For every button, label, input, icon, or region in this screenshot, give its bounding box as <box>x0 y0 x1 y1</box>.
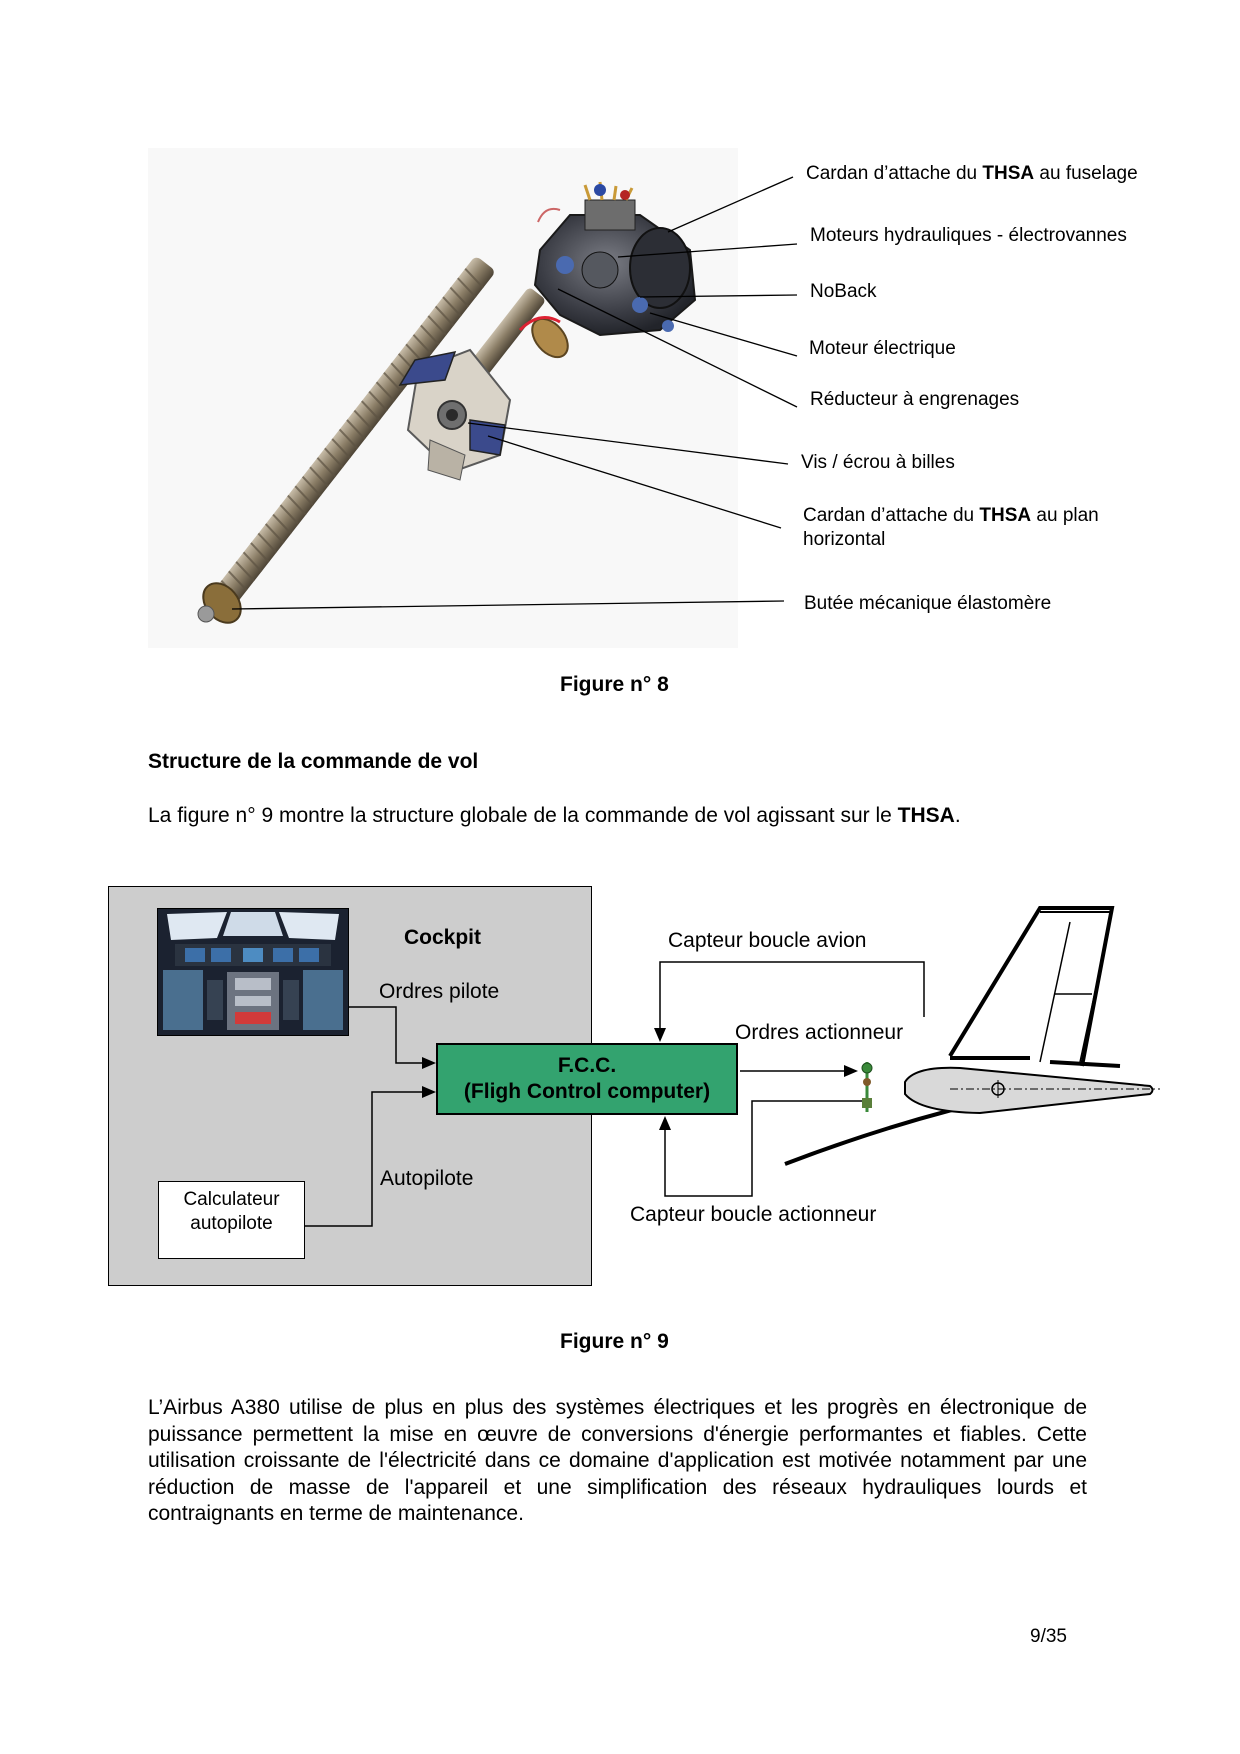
arrowhead-ordres-actionneur <box>844 1065 858 1077</box>
thsa-actuator-illustration <box>148 148 798 648</box>
arrowhead-capteur-actionneur <box>659 1116 671 1130</box>
intro-text: La figure n° 9 montre la structure globa… <box>148 804 898 827</box>
arrowhead-capteur-avion <box>654 1028 666 1042</box>
label-vis-ecrou: Vis / écrou à billes <box>801 451 955 475</box>
label-text: au fuselage <box>1034 163 1138 184</box>
ordres-actionneur-label: Ordres actionneur <box>735 1021 904 1044</box>
actuator-icon <box>861 1062 873 1112</box>
horizontal-stabilizer <box>904 1066 1154 1115</box>
arrowhead-autopilote <box>422 1086 436 1098</box>
capteur-boucle-actionneur-label: Capteur boucle actionneur <box>630 1203 877 1226</box>
label-text: Cardan d’attache du <box>803 505 980 526</box>
calc-line1: Calculateur <box>183 1189 280 1210</box>
label-cardan-fuselage: Cardan d’attache du THSA au fuselage <box>806 162 1138 186</box>
label-reducteur: Réducteur à engrenages <box>810 388 1019 412</box>
autopilot-computer-block: Calculateur autopilote <box>158 1181 305 1259</box>
fcc-block: F.C.C. (Fligh Control computer) <box>436 1043 738 1115</box>
label-text: Butée mécanique élastomère <box>804 593 1052 614</box>
body-paragraph: L’Airbus A380 utilise de plus en plus de… <box>148 1396 1087 1525</box>
calc-line2: autopilote <box>190 1213 273 1234</box>
aircraft-tail <box>784 906 1121 1166</box>
label-noback: NoBack <box>810 280 877 304</box>
label-text: Cardan d’attache du <box>806 163 983 184</box>
label-text: Moteur électrique <box>809 338 956 359</box>
cockpit-label: Cockpit <box>404 926 482 949</box>
intro-end: . <box>954 804 961 827</box>
label-text: NoBack <box>810 281 877 302</box>
label-moteur-electrique: Moteur électrique <box>809 337 956 361</box>
intro-bold: THSA <box>897 804 955 827</box>
ordres-pilote-label: Ordres pilote <box>379 980 500 1003</box>
figure-8-caption: Figure n° 8 <box>560 673 669 696</box>
section-intro: La figure n° 9 montre la structure globa… <box>148 804 961 828</box>
label-text: au plan horizontal <box>803 505 1099 550</box>
label-text: Réducteur à engrenages <box>810 389 1020 410</box>
label-bold: THSA <box>982 163 1035 184</box>
cockpit-photo <box>157 908 349 1036</box>
page-number: 9/35 <box>1030 1626 1067 1647</box>
label-text: Vis / écrou à billes <box>801 452 955 473</box>
label-text: Moteurs hydrauliques - électrovannes <box>810 225 1127 246</box>
label-bold: THSA <box>979 505 1032 526</box>
figure-9-caption: Figure n° 9 <box>560 1330 669 1353</box>
autopilote-label: Autopilote <box>380 1167 474 1190</box>
label-cardan-plan: Cardan d’attache du THSA au plan horizon… <box>803 504 1133 552</box>
arrowhead-ordres-pilote <box>422 1057 436 1069</box>
label-butee: Butée mécanique élastomère <box>804 592 1051 616</box>
figure-9-diagram-lines <box>305 906 1160 1227</box>
fcc-line1: F.C.C. <box>557 1054 617 1077</box>
section-heading: Structure de la commande de vol <box>148 750 479 773</box>
fcc-line2: (Fligh Control computer) <box>463 1080 711 1103</box>
label-moteurs-hydrauliques: Moteurs hydrauliques - électrovannes <box>810 224 1127 248</box>
capteur-boucle-avion-label: Capteur boucle avion <box>668 929 867 952</box>
